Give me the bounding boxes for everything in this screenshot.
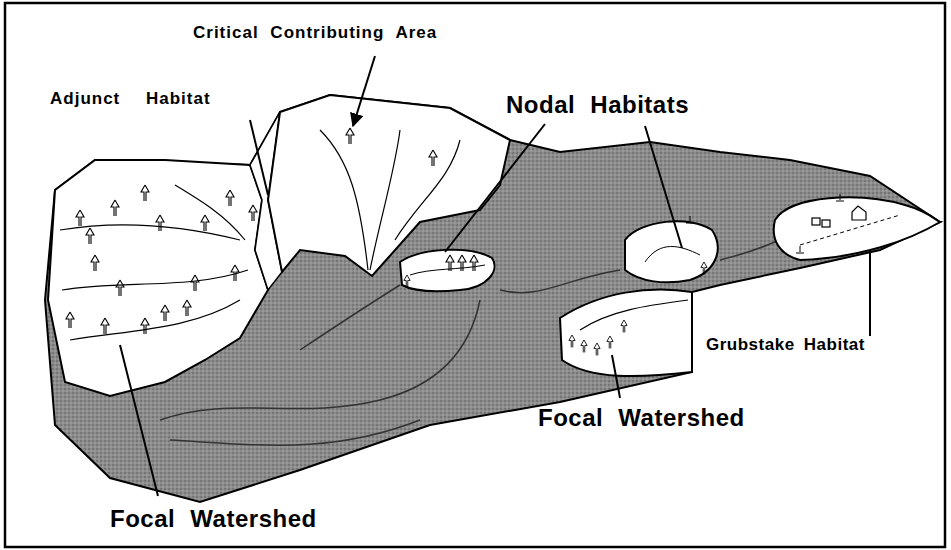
frame bbox=[5, 3, 945, 547]
region-label: Grubstake Habitat bbox=[706, 336, 865, 355]
region-label: Nodal Habitats bbox=[506, 92, 689, 118]
leader-lines bbox=[120, 56, 870, 496]
region-label: Focal Watershed bbox=[538, 405, 745, 431]
region-label: Adjunct Habitat bbox=[50, 90, 211, 109]
region-label: Focal Watershed bbox=[110, 506, 317, 532]
region-label: Critical Contributing Area bbox=[193, 24, 437, 43]
